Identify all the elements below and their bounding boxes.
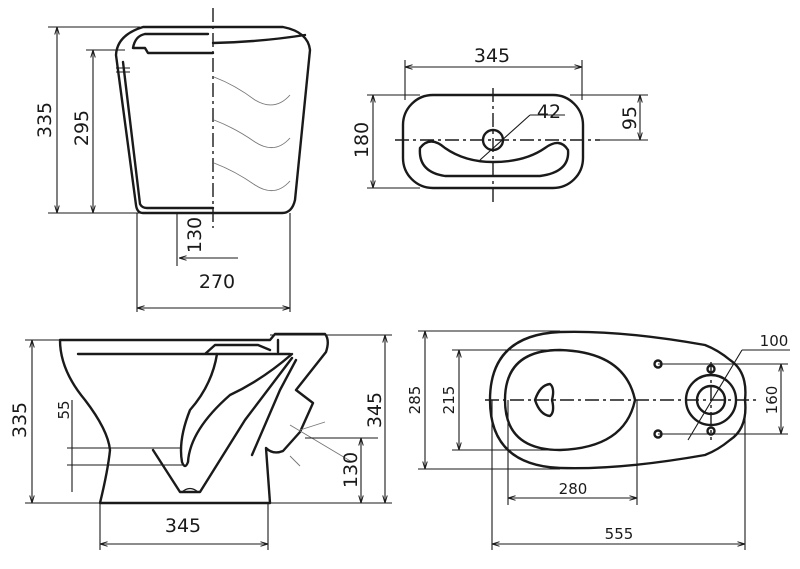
dim-tank-length: 345: [474, 45, 510, 67]
dim-tank-height: 335: [34, 102, 56, 138]
dim-outlet-offset: 100: [760, 332, 789, 350]
dim-bowl-length: 280: [559, 480, 588, 498]
dim-tank-depth: 180: [351, 122, 373, 158]
dim-hole-offset: 95: [619, 106, 641, 130]
bowl-top-view: 285 215 280 555 100 160: [406, 330, 790, 550]
dim-outlet-spacing: 160: [763, 386, 781, 415]
dim-bowl-inner-width: 215: [440, 386, 458, 415]
dim-rim-offset: 55: [55, 400, 73, 419]
dim-tank-outlet-offset: 130: [184, 217, 206, 253]
tank-side-view: 335 295 130 270: [34, 8, 312, 312]
dim-bowl-width: 285: [406, 386, 424, 415]
dim-tank-inner-height: 295: [71, 110, 93, 146]
dim-total-length: 555: [605, 525, 634, 543]
dim-bowl-base-width: 345: [165, 515, 201, 537]
dim-outlet-height-total: 345: [364, 392, 386, 428]
dim-bowl-height: 335: [9, 402, 31, 438]
tank-top-view: 345 180 42 95: [351, 45, 648, 205]
dim-tank-width: 270: [199, 271, 235, 293]
dim-outlet-height: 130: [340, 452, 362, 488]
dim-hole-diameter: 42: [537, 101, 561, 123]
bowl-side-view: 335 55 345 130 345: [9, 332, 392, 550]
